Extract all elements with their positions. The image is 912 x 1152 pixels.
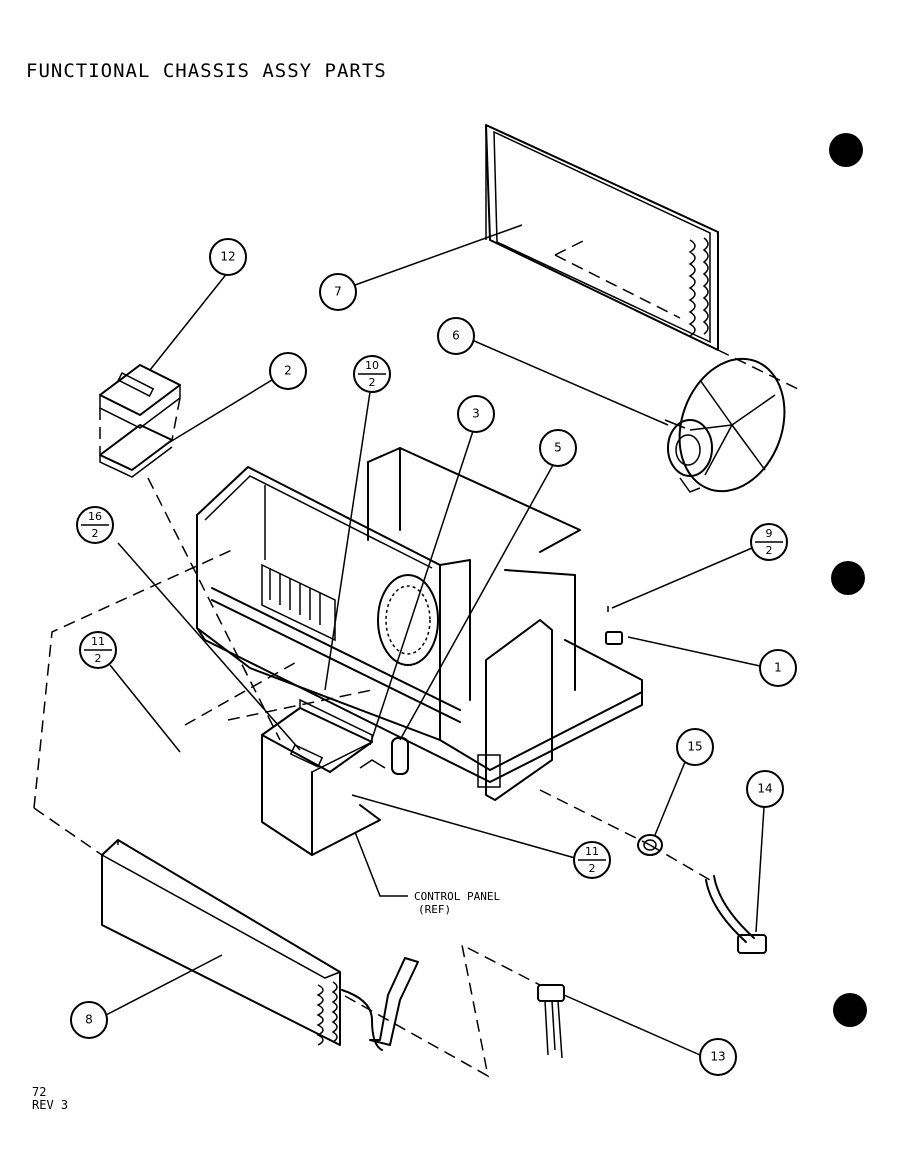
relay-drawing — [537, 984, 565, 1059]
capacitor-drawing — [359, 737, 409, 775]
callout-12: 12 — [209, 238, 247, 276]
callout-5: 5 — [539, 429, 577, 467]
svg-text:3: 3 — [472, 407, 480, 421]
callout-11-2-left: 11 2 — [79, 631, 117, 669]
callout-3: 3 — [457, 395, 495, 433]
binder-hole-bottom — [833, 993, 867, 1027]
control-panel-label: CONTROL PANEL (REF) — [414, 890, 500, 916]
callout-2: 2 — [269, 352, 307, 390]
condenser-coil-drawing — [485, 124, 719, 351]
control-plates-drawing — [99, 364, 181, 478]
chassis-drawing — [196, 447, 643, 801]
binder-hole-top — [829, 133, 863, 167]
svg-text:CONTROL PANEL: CONTROL PANEL — [414, 890, 500, 903]
svg-text:2: 2 — [284, 364, 292, 378]
svg-text:12: 12 — [220, 250, 235, 264]
callout-10-2: 10 2 — [353, 355, 391, 393]
svg-text:1: 1 — [774, 661, 782, 675]
callout-15: 15 — [676, 728, 714, 766]
callout-1: 1 — [759, 649, 797, 687]
control-panel-drawing — [261, 698, 381, 856]
power-cord-drawing — [705, 875, 767, 954]
grommet-drawing — [637, 834, 663, 856]
svg-text:8: 8 — [85, 1013, 93, 1027]
leader-lines — [105, 224, 765, 1056]
svg-text:6: 6 — [452, 329, 460, 343]
callout-6: 6 — [437, 317, 475, 355]
svg-text:15: 15 — [687, 740, 702, 754]
callout-8: 8 — [70, 1001, 108, 1039]
svg-text:13: 13 — [710, 1050, 725, 1064]
svg-text:2: 2 — [766, 544, 773, 557]
sensor-drawing — [605, 606, 623, 645]
svg-text:2: 2 — [589, 862, 596, 875]
callout-13: 13 — [699, 1038, 737, 1076]
callout-9-2: 9 2 — [750, 523, 788, 561]
svg-text:11: 11 — [585, 845, 599, 858]
page-title: FUNCTIONAL CHASSIS ASSY PARTS — [26, 60, 387, 82]
svg-text:2: 2 — [92, 527, 99, 540]
callout-16-2: 16 2 — [76, 506, 114, 544]
svg-text:2: 2 — [95, 652, 102, 665]
svg-text:2: 2 — [369, 376, 376, 389]
callout-11-2-right: 11 2 — [573, 841, 611, 879]
svg-text:(REF): (REF) — [418, 903, 451, 916]
callout-14: 14 — [746, 770, 784, 808]
svg-text:7: 7 — [334, 285, 342, 299]
fan-motor-drawing — [664, 349, 801, 493]
page-number: 72 — [32, 1085, 47, 1099]
svg-text:14: 14 — [757, 782, 772, 796]
assembly-lines — [33, 477, 711, 1078]
svg-text:9: 9 — [766, 527, 773, 540]
svg-text:5: 5 — [554, 441, 562, 455]
evaporator-coil-drawing — [101, 839, 419, 1051]
revision-label: REV 3 — [32, 1098, 69, 1112]
svg-text:11: 11 — [91, 635, 105, 648]
binder-hole-middle — [831, 561, 865, 595]
callout-7: 7 — [319, 273, 357, 311]
page-footer: 72 REV 3 — [32, 1086, 68, 1112]
svg-text:10: 10 — [365, 359, 379, 372]
svg-text:16: 16 — [88, 510, 102, 523]
